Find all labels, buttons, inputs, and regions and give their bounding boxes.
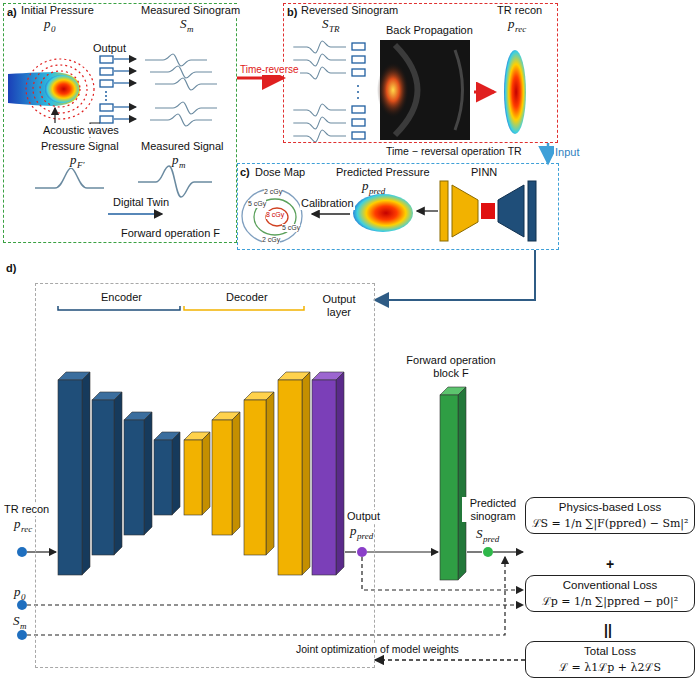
text-label: PINN (470, 166, 498, 179)
block-front (58, 380, 82, 575)
subscript: pred (357, 531, 373, 541)
text-label: Output layer (314, 293, 364, 318)
text-label: TR recon (496, 4, 543, 17)
panel-letter: b) (287, 6, 297, 18)
text-label: p (70, 153, 77, 168)
subscript: pred (369, 186, 385, 196)
subscript: TR (329, 24, 340, 34)
text-label: 8 cGy (266, 211, 284, 219)
feed-arrow (375, 250, 535, 300)
text-label: p (508, 17, 515, 32)
loss-title: Physics-based Loss (530, 501, 690, 513)
loss-box: Total Loss ℒ = λ1ℒp + λ2ℒS (525, 641, 695, 678)
subscript: pred (483, 534, 499, 544)
text-label: 5 cGy (282, 224, 300, 232)
text-label: Acoustic waves (42, 124, 120, 137)
text-label: Encoder (100, 291, 143, 304)
block-front (92, 400, 114, 555)
subscript: 0 (21, 592, 26, 602)
text-label: Output (346, 510, 381, 523)
block-front (278, 380, 302, 575)
block-side (202, 432, 210, 515)
text-label: Predicted Pressure (335, 166, 431, 179)
text-label: Initial Pressure (20, 4, 95, 17)
block-front (154, 440, 172, 515)
text-label: Calibration (300, 197, 355, 210)
text-label: Reversed Sinogram (300, 4, 399, 17)
text-label: Back Propagation (385, 24, 474, 37)
text-label: Digital Twin (112, 196, 170, 209)
edge-label: Time-reverse (239, 64, 300, 75)
block-side (458, 387, 466, 580)
time-reverse-arrow (237, 77, 283, 80)
subscript: m (187, 24, 194, 34)
text-label: Forward operation F (120, 227, 221, 240)
panel-letter: c) (240, 166, 250, 178)
loss-formula: ℒ = λ1ℒp + λ2ℒS (530, 659, 690, 674)
block-front (440, 395, 458, 580)
text-label: Time − reversal operation TR (385, 145, 523, 157)
loss-title: Total Loss (530, 645, 690, 657)
loss-formula: ℒS = 1/n ∑|F(ppred) − Sm|² (530, 515, 690, 530)
text-label: Forward operation block F (392, 354, 510, 379)
block-side (114, 392, 122, 555)
text-label: S (322, 17, 329, 32)
block-side (144, 412, 152, 535)
block-side (82, 372, 90, 575)
panel-letter: a) (7, 6, 17, 18)
block-front (244, 400, 266, 555)
optimization-arrow (375, 659, 525, 660)
text-label: 2 cGy (262, 236, 280, 244)
loss-formula: ℒp = 1/n ∑|ppred − p0|² (530, 593, 690, 608)
text-label: S (13, 614, 20, 629)
text-label: 2 cGy (264, 188, 282, 196)
block-side (302, 372, 310, 575)
text-label: Pressure Signal (40, 140, 120, 153)
text-label: Dose Map (254, 166, 306, 179)
text-label: p (172, 153, 179, 168)
subscript: m (179, 160, 186, 170)
text-label: p (14, 585, 21, 600)
block-front (212, 420, 232, 535)
block-front (312, 380, 336, 575)
text-label: Measured Signal (140, 140, 225, 153)
text-label: Measured Sinogram (140, 4, 241, 17)
block-side (336, 372, 344, 575)
text-label: TR recon (3, 503, 50, 516)
text-label: + (605, 556, 615, 572)
subscript: rec (21, 524, 32, 534)
input-arrow (547, 143, 550, 163)
text-label: || (603, 622, 613, 638)
text-label: 5 cGy (248, 200, 266, 208)
text-label: Decoder (225, 291, 269, 304)
block-side (232, 412, 240, 535)
edge-label: Joint optimization of model weights (295, 643, 460, 655)
edge-label: Input (554, 146, 580, 158)
text-label: S (476, 527, 483, 542)
text-label: p (44, 17, 51, 32)
panel: d) (35, 283, 375, 668)
text-label: Output (92, 42, 127, 55)
block-side (266, 392, 274, 555)
text-label: Predicted sinogram (462, 497, 524, 522)
block-front (124, 420, 144, 535)
loss-title: Conventional Loss (530, 579, 690, 591)
block-front (184, 440, 202, 515)
subscript: rec (515, 24, 526, 34)
text-label: p (350, 524, 357, 539)
subscript: m (20, 621, 27, 631)
panel-letter: d) (6, 262, 16, 274)
loss-box: Physics-based Loss ℒS = 1/n ∑|F(ppred) − … (525, 497, 695, 534)
block-side (172, 432, 180, 515)
text-label: p (362, 179, 369, 194)
subscript: 0 (51, 24, 56, 34)
loss-box: Conventional Loss ℒp = 1/n ∑|ppred − p0|² (525, 575, 695, 612)
text-label: S (180, 17, 187, 32)
text-label: p (14, 517, 21, 532)
subscript: F' (77, 160, 84, 170)
